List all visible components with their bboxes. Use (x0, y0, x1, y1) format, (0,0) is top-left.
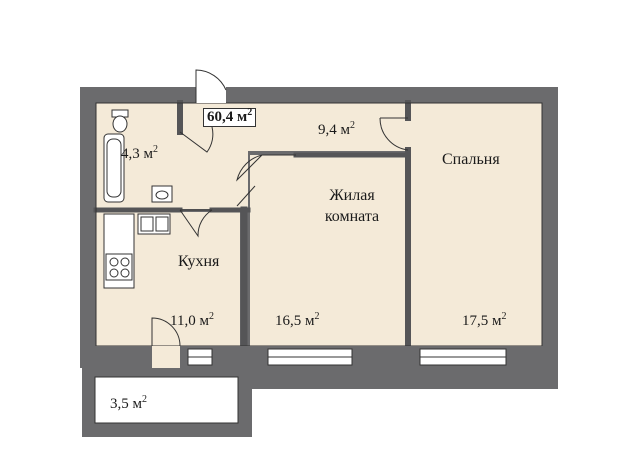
hall-area-value: 9,4 м (318, 122, 350, 138)
balcony-area-value: 3,5 м (110, 396, 142, 412)
hall-area: 9,4 м2 (318, 120, 355, 139)
floor-areas (95, 103, 542, 423)
kitchen-area-value: 11,0 м (170, 313, 209, 329)
stove-icon (105, 253, 133, 281)
total-area-label: 60,4 м2 (203, 107, 257, 127)
bathroom-area: 4,3 м2 (121, 144, 158, 163)
hall-area-sup: 2 (350, 120, 355, 131)
total-area-unit-sup: 2 (247, 107, 253, 118)
living-floor (250, 155, 406, 346)
balcony (82, 368, 252, 437)
south-wall (80, 346, 558, 368)
hall-floor-lower (180, 151, 248, 209)
interior-walls (93, 100, 411, 350)
toilet-icon (111, 109, 129, 133)
kitchen-name: Кухня (178, 253, 220, 270)
bedroom-area-sup: 2 (501, 311, 507, 322)
kitchen-area: 11,0 м2 (170, 311, 214, 330)
kitchen-area-sup: 2 (208, 311, 214, 322)
living-room-area-value: 16,5 м (275, 313, 315, 329)
balcony-area: 3,5 м2 (110, 394, 147, 413)
living-room-area-sup: 2 (314, 311, 320, 322)
bedroom-floor (408, 103, 542, 346)
living-room-area: 16,5 м2 (275, 311, 320, 330)
bathtub-icon (103, 133, 125, 203)
bedroom-area: 17,5 м2 (462, 311, 507, 330)
entrance-door-icon (195, 69, 227, 103)
bedroom-name: Спальня (442, 151, 500, 168)
door-swing-icon (151, 117, 409, 347)
living-room-name-line2: комната (324, 208, 380, 225)
bedroom-area-value: 17,5 м (462, 313, 502, 329)
bathroom-area-value: 4,3 м (121, 146, 153, 162)
bathroom-area-sup: 2 (153, 144, 158, 155)
balcony-door-opening (152, 346, 180, 368)
living-room-name-line1: Жилая (329, 187, 375, 204)
kitchen-sink-icon (137, 213, 171, 235)
sink-icon (151, 185, 173, 203)
total-area-value: 60,4 м (207, 109, 248, 125)
balcony-area-sup: 2 (142, 394, 147, 405)
